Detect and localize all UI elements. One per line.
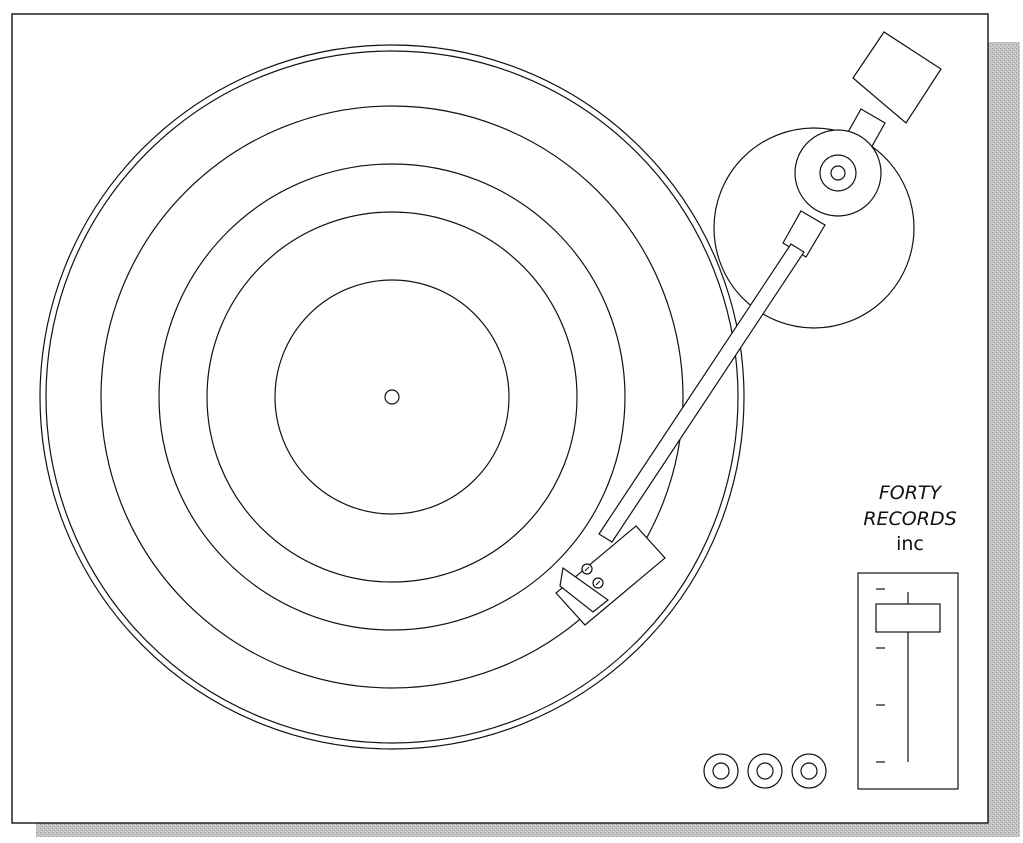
platter[interactable]	[39, 44, 745, 750]
brand-logo: FORTY RECORDS inc	[863, 482, 956, 555]
pivot-cap	[830, 165, 846, 181]
speed-fader[interactable]	[857, 572, 959, 790]
counterweight	[852, 31, 942, 124]
button-2[interactable]	[747, 753, 783, 789]
brand-line-2: RECORDS	[863, 508, 956, 530]
cartridge	[559, 566, 609, 613]
platter-inner-rim	[45, 50, 739, 744]
control-buttons	[703, 753, 827, 789]
record-groove-1	[100, 105, 684, 689]
record-groove-2	[158, 163, 626, 631]
tonearm-tube	[598, 243, 805, 543]
record-label	[274, 279, 510, 515]
button-1[interactable]	[703, 753, 739, 789]
tonearm-pivot	[794, 129, 882, 217]
brand-line-3: inc	[896, 533, 924, 555]
button-3[interactable]	[791, 753, 827, 789]
tonearm[interactable]	[555, 210, 826, 626]
spindle	[384, 389, 400, 405]
fader-knob[interactable]	[875, 603, 941, 633]
platter-outer-rim	[39, 44, 745, 750]
record-groove-3	[206, 211, 578, 583]
brand-line-1: FORTY	[879, 482, 943, 504]
